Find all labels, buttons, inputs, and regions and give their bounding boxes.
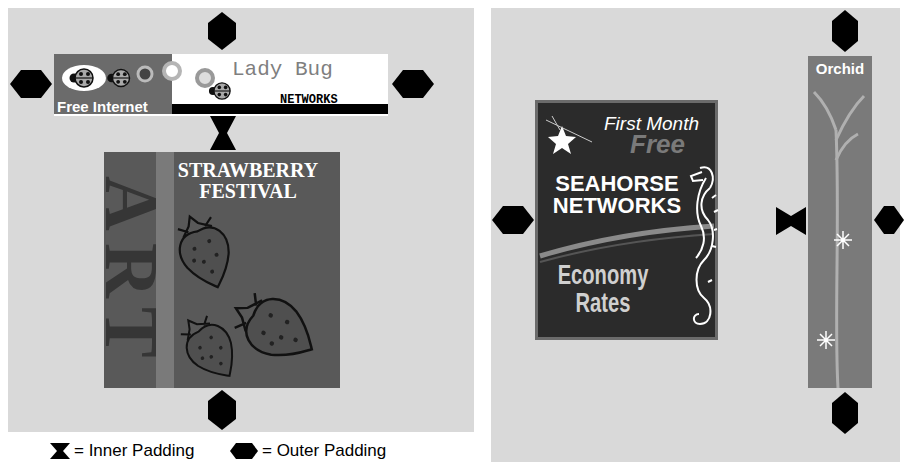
ladybug-icon (107, 69, 129, 86)
outer-padding-symbol (392, 70, 434, 98)
outer-padding-symbol (832, 10, 858, 52)
ladybug-icon (209, 83, 230, 99)
text-holder: Free (630, 129, 685, 159)
ad-text: Free (630, 129, 685, 159)
ad-text: Lady Bug (232, 58, 333, 81)
outer-padding-symbol (208, 390, 236, 430)
legend-item: = Inner Padding (40, 441, 195, 461)
text-holder: Economy Rates (538, 261, 668, 317)
orchid-stem (814, 92, 864, 388)
star-lines (546, 116, 592, 142)
inner-padding-symbol (776, 207, 806, 235)
seahorse-drawing (691, 167, 718, 324)
text-holder: NETWORKS (280, 89, 338, 107)
banner-ad: Free Internet Lady BugNETWORKS (54, 54, 388, 116)
banner-oval (62, 65, 106, 91)
banner-dark-panel (54, 54, 172, 114)
swoosh (540, 226, 714, 256)
skyscraper-ad: Orchid (808, 56, 872, 388)
legend-label: = Inner Padding (74, 441, 195, 461)
square-ad: First MonthFreeSEAHORSE NETWORKSEconomy … (535, 100, 718, 340)
text-holder: Orchid (808, 60, 872, 78)
legend-symbol (228, 441, 260, 461)
inner-padding-symbol (50, 443, 70, 459)
strawberry-drawing (223, 282, 325, 373)
outer-padding-symbol (492, 206, 534, 234)
ad-band (156, 152, 174, 388)
strawberry-drawing (172, 307, 248, 389)
outer-padding-symbol (208, 12, 236, 50)
ring-icon (138, 67, 152, 81)
swoosh (540, 234, 714, 262)
text-holder: Free Internet (57, 98, 148, 116)
page-panel (491, 8, 900, 462)
text-holder: STRAWBERRY FESTIVAL (160, 160, 336, 202)
legend-symbol (40, 441, 72, 461)
ad-text: Free Internet (57, 99, 148, 114)
page-panel (8, 8, 474, 432)
ladybug-icon (70, 69, 94, 87)
outer-padding-symbol (230, 443, 258, 459)
legend-item: = Outer Padding (228, 441, 386, 461)
ring-icon (197, 70, 213, 86)
outer-padding-symbol (10, 70, 52, 98)
ad-text: SEAHORSE NETWORKS (542, 173, 692, 217)
ring-icon (164, 63, 180, 79)
outer-padding-symbol (832, 392, 858, 434)
star-icon (548, 126, 576, 154)
ad-text: ART (94, 176, 170, 370)
inner-padding-symbol (210, 116, 236, 150)
square-ad: STRAWBERRY FESTIVALART (104, 152, 340, 388)
ad-text: STRAWBERRY FESTIVAL (160, 160, 336, 202)
ad-text: NETWORKS (280, 93, 338, 107)
text-holder: Lady Bug (232, 58, 333, 81)
banner-bar (172, 104, 388, 114)
strawberry-drawing (169, 208, 240, 296)
legend-label: = Outer Padding (262, 441, 386, 461)
ad-text: Economy Rates (556, 261, 650, 317)
orchid-flower (817, 231, 852, 349)
ad-text: Orchid (816, 60, 864, 78)
text-holder: SEAHORSE NETWORKS (542, 173, 692, 217)
outer-padding-symbol (874, 206, 904, 234)
padding-symbols (10, 10, 904, 434)
